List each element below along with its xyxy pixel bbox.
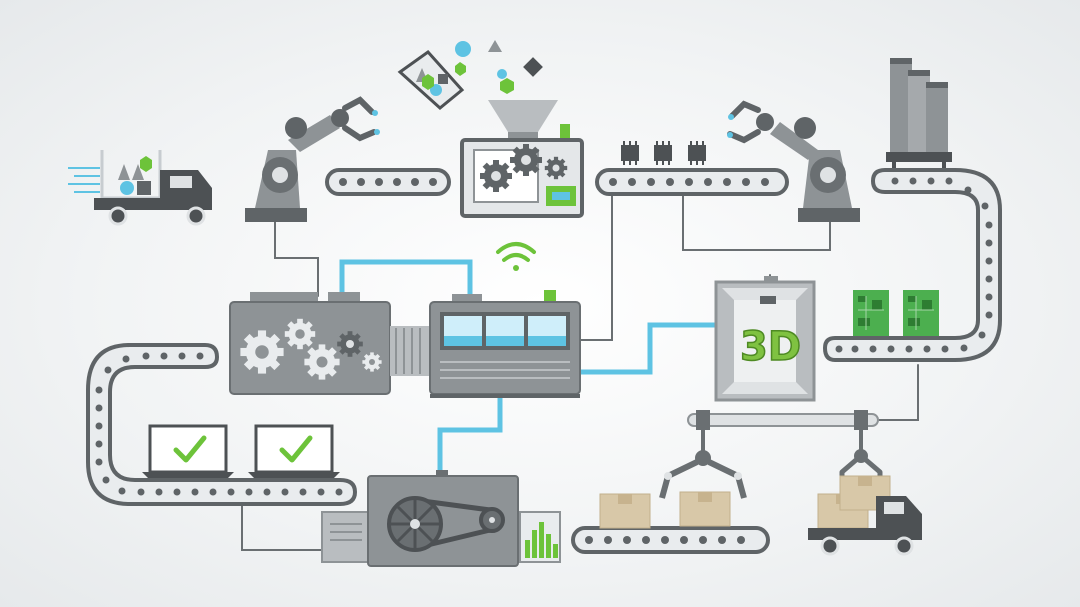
3d-printer: 3D xyxy=(714,276,816,402)
conveyor-left-loop xyxy=(86,343,358,506)
coolant-pipes xyxy=(339,259,718,477)
liquid-processing-machine xyxy=(429,290,581,398)
truck-icon xyxy=(808,475,922,556)
laptop-right xyxy=(248,424,340,478)
gear-machine xyxy=(229,292,430,395)
robot-arm-left xyxy=(245,96,380,222)
circuit-board-icon xyxy=(853,290,889,336)
3d-label: 3D xyxy=(740,324,801,370)
robot-arm-right xyxy=(727,100,860,222)
checkmark-icon xyxy=(279,435,313,463)
checkmark-icon xyxy=(173,435,207,463)
delivery-truck-incoming xyxy=(68,150,212,226)
microchips xyxy=(620,140,707,166)
conveyor-top-right xyxy=(595,168,789,196)
engine-machine xyxy=(321,470,561,567)
robot-arm-icon xyxy=(659,450,747,499)
circuit-board-icon xyxy=(903,290,939,336)
cables xyxy=(241,194,919,551)
circuit-boards xyxy=(853,290,939,336)
storage-silos xyxy=(886,58,952,168)
conveyor-bottom xyxy=(571,526,770,554)
raw-materials-bucket xyxy=(397,49,465,110)
wifi-icon xyxy=(496,242,536,271)
laptop-left xyxy=(142,424,234,478)
conveyor-short-top xyxy=(325,168,451,196)
conveyor-right-loop xyxy=(822,168,1002,362)
speed-lines xyxy=(68,167,100,193)
data-cables xyxy=(241,194,919,551)
mixer-machine xyxy=(460,100,584,218)
falling-shapes xyxy=(455,40,543,94)
